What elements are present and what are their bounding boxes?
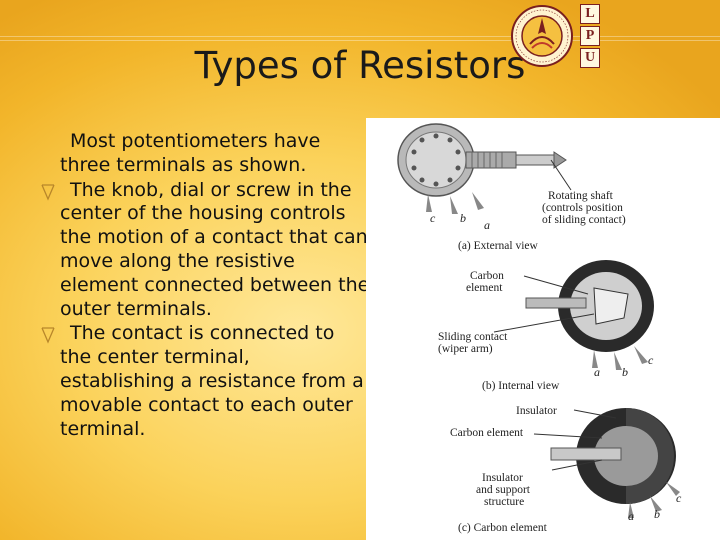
carbon-element-label: Carbon — [470, 270, 504, 282]
insulator-support-label: structure — [484, 496, 525, 508]
carbon-element-illustration — [533, 408, 680, 518]
internal-view-illustration — [493, 260, 654, 370]
rotating-shaft-label: of sliding contact) — [542, 214, 626, 226]
terminal-label-b: b — [622, 365, 628, 379]
carbon-element-label: Carbon element — [450, 427, 524, 439]
decorative-line — [0, 36, 720, 37]
paragraph-text: Most potentiometers have three terminals… — [60, 130, 321, 176]
terminal-label-b: b — [460, 211, 466, 225]
terminal-label-a: a — [484, 218, 490, 232]
figure-caption-b: (b) Internal view — [482, 380, 560, 392]
insulator-support-label: and support — [476, 484, 530, 496]
paragraph: Most potentiometers have three terminals… — [60, 130, 370, 178]
bullet-icon — [41, 327, 55, 345]
slide-title: Types of Resistors — [194, 44, 526, 87]
terminal-label-c: c — [648, 353, 654, 367]
paragraph: The contact is connected to the center t… — [41, 322, 370, 441]
logo-letter: L — [580, 4, 600, 24]
potentiometer-figure: Rotating shaft (controls position of sli… — [366, 118, 720, 540]
terminal-label-a: a — [594, 365, 600, 379]
paragraph: The knob, dial or screw in the center of… — [41, 178, 370, 322]
potentiometer-drawing — [397, 123, 680, 518]
terminal-label-b: b — [654, 507, 660, 521]
external-view-illustration — [397, 123, 572, 214]
terminal-label-a: a — [628, 509, 634, 523]
logo-letter: U — [580, 48, 600, 68]
bullet-icon — [41, 183, 55, 201]
terminal-label-c: c — [676, 491, 682, 505]
rotating-shaft-label: (controls position — [542, 202, 623, 214]
figure-caption-a: (a) External view — [458, 240, 538, 252]
rotating-shaft-label: Rotating shaft — [548, 190, 613, 202]
decorative-line — [0, 40, 720, 41]
carbon-element-label: element — [466, 282, 503, 294]
lpu-letters-logo: L P U — [580, 4, 602, 70]
insulator-support-label: Insulator — [482, 472, 523, 484]
university-seal-logo — [511, 5, 573, 67]
sliding-contact-label: (wiper arm) — [438, 343, 493, 355]
paragraph-text: The contact is connected to the center t… — [60, 322, 364, 440]
terminal-label-c: c — [430, 211, 436, 225]
paragraph-text: The knob, dial or screw in the center of… — [60, 178, 370, 320]
insulator-label: Insulator — [516, 405, 557, 417]
sliding-contact-label: Sliding contact — [438, 331, 508, 343]
logo-letter: P — [580, 26, 600, 46]
figure-caption-c: (c) Carbon element — [458, 522, 547, 534]
body-text: Most potentiometers have three terminals… — [41, 130, 370, 441]
